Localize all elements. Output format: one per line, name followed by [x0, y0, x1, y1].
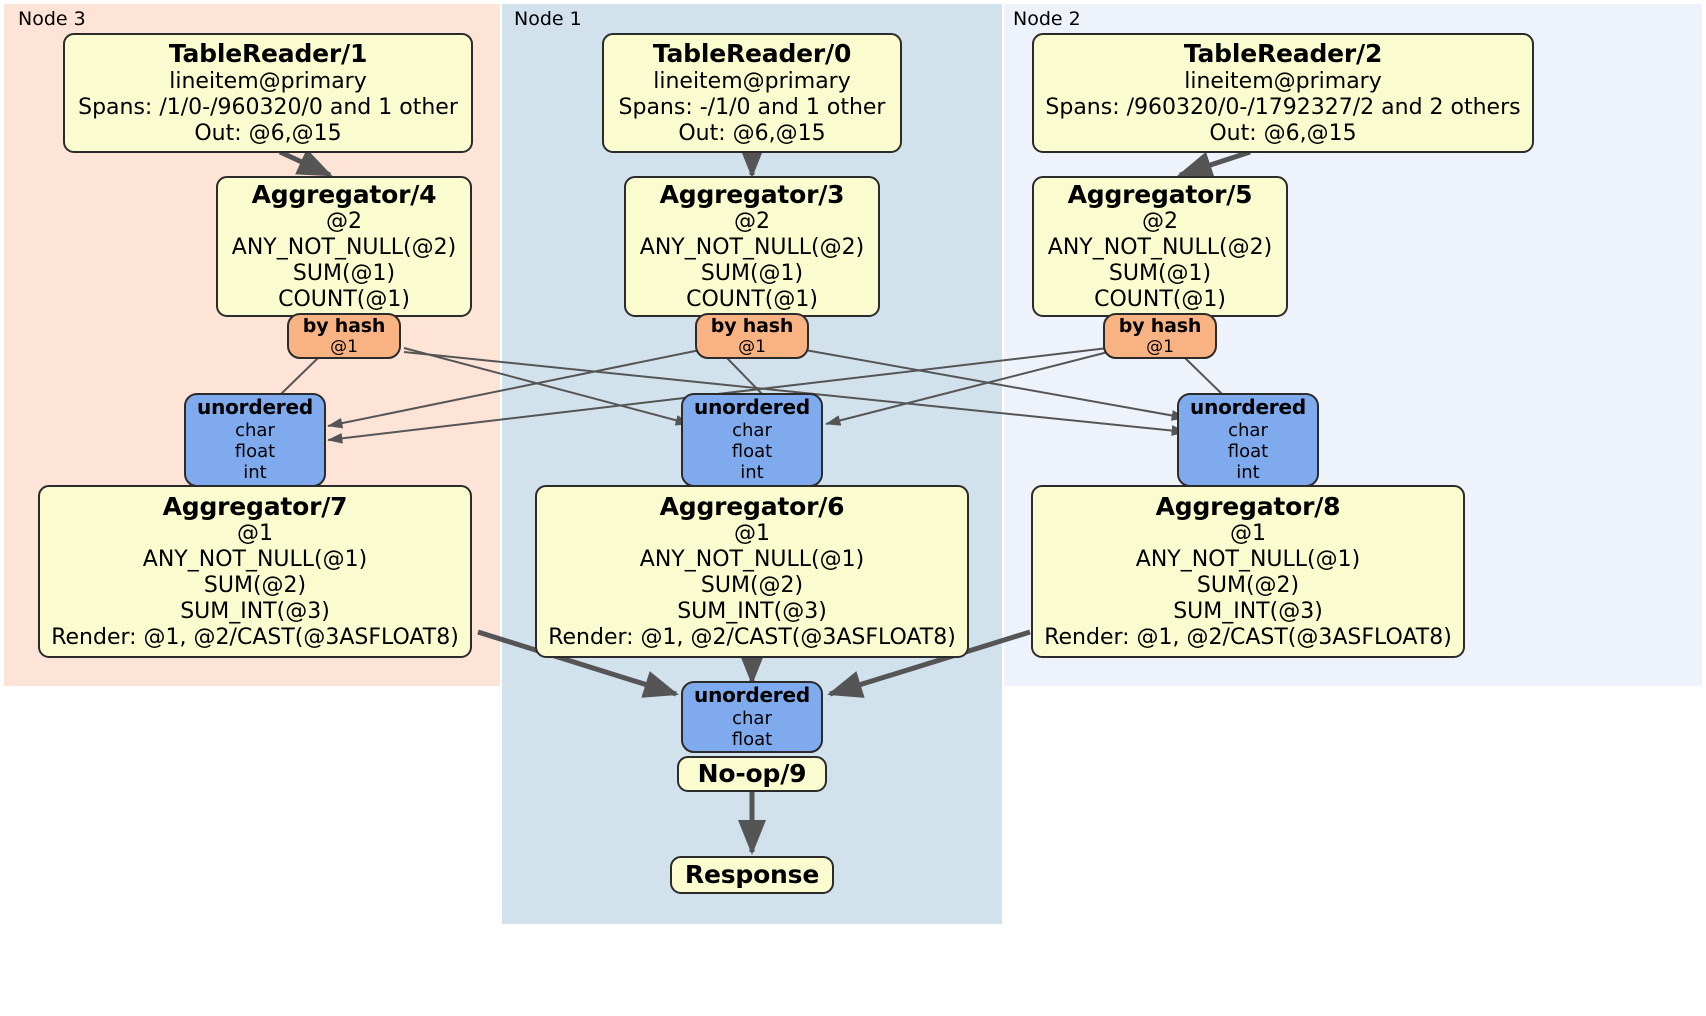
node-detail-line: @1 [237, 521, 273, 547]
router-by-hash-left[interactable]: by hash @1 [287, 313, 401, 359]
node-detail-line: @1 [734, 521, 770, 547]
cluster-label-node-2: Node 2 [1013, 8, 1081, 30]
node-title: Aggregator/5 [1067, 179, 1253, 209]
node-detail-line: lineitem@primary [1184, 68, 1382, 94]
node-detail-line: COUNT(@1) [686, 287, 818, 313]
node-no-op-9[interactable]: No-op/9 [677, 756, 827, 792]
node-tablereader-0[interactable]: TableReader/0 lineitem@primary Spans: -/… [602, 33, 902, 153]
node-detail-line: COUNT(@1) [1094, 287, 1226, 313]
synchronizer-detail-line: char [235, 419, 275, 441]
synchronizer-title: unordered [694, 682, 810, 707]
node-detail-line: Spans: /1/0-/960320/0 and 1 other [78, 94, 458, 120]
node-tablereader-2[interactable]: TableReader/2 lineitem@primary Spans: /9… [1032, 33, 1534, 153]
node-detail-line: SUM(@2) [700, 573, 804, 599]
synchronizer-unordered-final[interactable]: unordered char float [681, 681, 823, 753]
node-detail-line: SUM(@2) [1196, 573, 1300, 599]
synchronizer-detail-line: int [1236, 462, 1260, 484]
node-detail-line: SUM_INT(@3) [1173, 599, 1323, 625]
synchronizer-detail-line: float [234, 441, 276, 463]
node-detail-line: SUM_INT(@3) [677, 599, 827, 625]
node-title: TableReader/1 [168, 39, 368, 69]
node-detail-line: @2 [326, 209, 362, 235]
synchronizer-detail-line: float [1227, 441, 1269, 463]
node-aggregator-7[interactable]: Aggregator/7 @1 ANY_NOT_NULL(@1) SUM(@2)… [38, 485, 472, 658]
node-detail-line: SUM(@2) [203, 573, 307, 599]
synchronizer-detail-line: char [732, 707, 772, 729]
node-detail-line: Spans: -/1/0 and 1 other [618, 94, 886, 120]
node-detail-line: Render: @1, @2/CAST(@3ASFLOAT8) [1044, 625, 1452, 651]
node-detail-line: Render: @1, @2/CAST(@3ASFLOAT8) [548, 625, 956, 651]
node-aggregator-4[interactable]: Aggregator/4 @2 ANY_NOT_NULL(@2) SUM(@1)… [216, 176, 472, 317]
node-title: Aggregator/4 [251, 179, 437, 209]
synchronizer-title: unordered [694, 395, 810, 420]
node-response[interactable]: Response [670, 856, 834, 894]
node-aggregator-6[interactable]: Aggregator/6 @1 ANY_NOT_NULL(@1) SUM(@2)… [535, 485, 969, 658]
node-title: Response [684, 860, 820, 890]
node-detail-line: ANY_NOT_NULL(@1) [639, 547, 865, 573]
node-detail-line: SUM(@1) [292, 261, 396, 287]
cluster-label-node-3: Node 3 [18, 8, 86, 30]
router-detail-line: @1 [738, 337, 766, 358]
synchronizer-detail-line: float [731, 728, 773, 750]
node-detail-line: SUM_INT(@3) [180, 599, 330, 625]
node-detail-line: @2 [734, 209, 770, 235]
node-detail-line: lineitem@primary [653, 68, 851, 94]
node-title: Aggregator/3 [659, 179, 845, 209]
node-detail-line: Spans: /960320/0-/1792327/2 and 2 others [1045, 94, 1521, 120]
synchronizer-detail-line: char [732, 419, 772, 441]
router-detail-line: @1 [1146, 337, 1174, 358]
node-detail-line: Out: @6,@15 [194, 120, 342, 146]
synchronizer-detail-line: float [731, 441, 773, 463]
node-detail-line: @1 [1230, 521, 1266, 547]
node-detail-line: COUNT(@1) [278, 287, 410, 313]
node-title: No-op/9 [697, 759, 807, 789]
node-title: Aggregator/6 [659, 491, 845, 521]
synchronizer-title: unordered [197, 395, 313, 420]
node-detail-line: ANY_NOT_NULL(@2) [1047, 235, 1273, 261]
node-aggregator-8[interactable]: Aggregator/8 @1 ANY_NOT_NULL(@1) SUM(@2)… [1031, 485, 1465, 658]
node-detail-line: ANY_NOT_NULL(@2) [639, 235, 865, 261]
node-title: TableReader/0 [652, 39, 852, 69]
synchronizer-unordered-center[interactable]: unordered char float int [681, 393, 823, 487]
node-detail-line: lineitem@primary [169, 68, 367, 94]
node-title: Aggregator/8 [1155, 491, 1341, 521]
node-detail-line: ANY_NOT_NULL(@1) [142, 547, 368, 573]
router-detail-line: @1 [330, 337, 358, 358]
node-detail-line: SUM(@1) [700, 261, 804, 287]
node-detail-line: ANY_NOT_NULL(@1) [1135, 547, 1361, 573]
node-aggregator-3[interactable]: Aggregator/3 @2 ANY_NOT_NULL(@2) SUM(@1)… [624, 176, 880, 317]
node-tablereader-1[interactable]: TableReader/1 lineitem@primary Spans: /1… [63, 33, 473, 153]
node-detail-line: ANY_NOT_NULL(@2) [231, 235, 457, 261]
node-detail-line: SUM(@1) [1108, 261, 1212, 287]
synchronizer-title: unordered [1190, 395, 1306, 420]
node-detail-line: @2 [1142, 209, 1178, 235]
node-aggregator-5[interactable]: Aggregator/5 @2 ANY_NOT_NULL(@2) SUM(@1)… [1032, 176, 1288, 317]
synchronizer-unordered-left[interactable]: unordered char float int [184, 393, 326, 487]
node-detail-line: Render: @1, @2/CAST(@3ASFLOAT8) [51, 625, 459, 651]
node-title: Aggregator/7 [162, 491, 348, 521]
router-title: by hash [710, 314, 794, 337]
router-by-hash-right[interactable]: by hash @1 [1103, 313, 1217, 359]
node-detail-line: Out: @6,@15 [1209, 120, 1357, 146]
synchronizer-detail-line: int [243, 462, 267, 484]
synchronizer-detail-line: char [1228, 419, 1268, 441]
synchronizer-detail-line: int [740, 462, 764, 484]
router-title: by hash [1118, 314, 1202, 337]
node-detail-line: Out: @6,@15 [678, 120, 826, 146]
synchronizer-unordered-right[interactable]: unordered char float int [1177, 393, 1319, 487]
router-title: by hash [302, 314, 386, 337]
node-title: TableReader/2 [1183, 39, 1383, 69]
cluster-label-node-1: Node 1 [514, 8, 582, 30]
router-by-hash-center[interactable]: by hash @1 [695, 313, 809, 359]
